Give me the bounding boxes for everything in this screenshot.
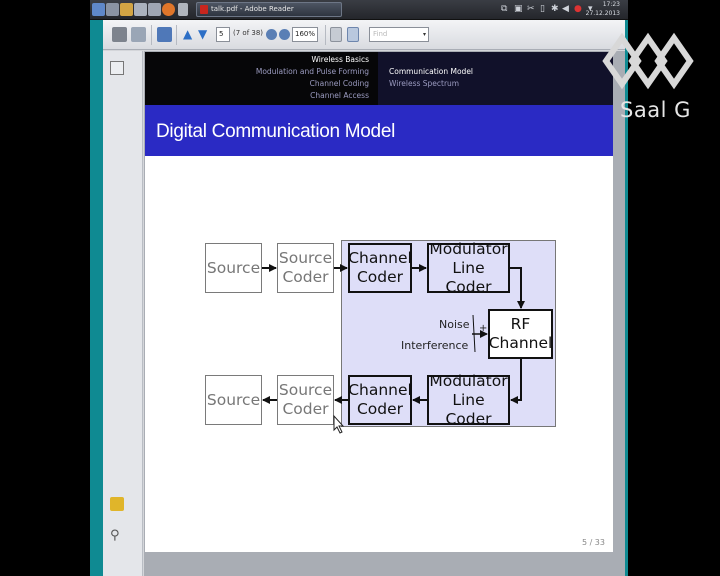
nav-section-modulation[interactable]: Modulation and Pulse Forming [255,67,369,76]
start-menu-icon[interactable] [92,3,105,16]
modulator-line1: Modulator [429,239,508,258]
arrow-modulator-to-rf [510,267,525,309]
channel-coder-line1: Channel [348,381,412,399]
update-icon[interactable]: ● [574,4,582,14]
taskbar-window-label: talk.pdf - Adobe Reader [211,5,294,13]
slide-title-bar [145,105,613,156]
cut-icon[interactable]: ✂ [527,4,535,14]
page-thumbnails-icon[interactable] [110,61,124,75]
source-coder-block-bottom: Source Coder [277,375,334,425]
clock-time: 17:23 [602,1,620,8]
slide-page-number: 5 / 33 [581,538,605,547]
left-letterbox [0,0,90,576]
modulator-line2: Line Coder [445,258,492,296]
zoom-in-icon[interactable] [279,29,290,40]
watermark-logo-icon [602,32,694,90]
nav-subsection-wireless-spectrum[interactable]: Wireless Spectrum [389,79,460,88]
find-input[interactable]: Find ▾ [369,27,429,42]
toolbar-separator [325,25,326,45]
files-icon[interactable] [134,3,147,16]
modulator-line1: Modulator [429,371,508,390]
browser-icon[interactable] [162,3,175,16]
page-count-label: (7 of 38) [233,29,264,37]
battery-icon[interactable]: ▯ [540,4,545,14]
source-block-top: Source [205,243,262,293]
source-coder-line1: Source [278,381,333,399]
reader-toolbar: ▲ ▼ 5 (7 of 38) 160% Find ▾ [103,20,625,50]
network-icon[interactable]: ⧉ [501,4,508,14]
clipboard-icon[interactable]: ▣ [514,4,523,14]
rf-line1: RF [510,315,531,333]
folder-icon[interactable] [120,3,133,16]
right-letterbox [628,0,720,576]
menu-arrow-icon[interactable]: ▾ [588,4,593,14]
slide-page[interactable]: Wireless Basics Modulation and Pulse For… [145,52,613,552]
source-label: Source [206,258,261,277]
fit-page-icon[interactable] [347,27,359,42]
toolbar-separator [176,25,177,45]
channel-coder-line2: Coder [356,400,404,418]
attachments-icon[interactable]: ⚲ [110,528,120,543]
zoom-select[interactable]: 160% [292,27,318,42]
share-icon[interactable] [131,27,146,42]
noise-slash [472,314,476,353]
nav-section-channel-access[interactable]: Channel Access [310,91,369,100]
nav-section-channel-coding[interactable]: Channel Coding [309,79,369,88]
find-placeholder: Find [373,30,388,38]
page-number-input[interactable]: 5 [216,27,230,42]
rf-channel-block: RF Channel [488,309,553,359]
nav-section-wireless-basics[interactable]: Wireless Basics [311,55,369,64]
toolbar-separator [151,25,152,45]
plus-sign: + [479,323,488,334]
fit-width-icon[interactable] [330,27,342,42]
desktop-icon[interactable] [106,3,119,16]
navigation-panel: ⚲ [103,51,143,576]
taskbar-window-button[interactable]: talk.pdf - Adobe Reader [196,2,342,17]
source-coder-block-top: Source Coder [277,243,334,293]
noise-label: Noise [439,318,470,331]
interference-label: Interference [401,339,469,352]
settings-icon[interactable] [178,3,188,16]
channel-coder-block-bottom: Channel Coder [348,375,412,425]
nav-subsection-communication-model[interactable]: Communication Model [389,67,474,76]
modulator-block-bottom: Modulator Line Coder [427,371,510,428]
channel-coder-line1: Channel [348,249,412,267]
source-block-bottom: Source [205,375,262,425]
diagram-arrows [262,264,525,434]
volume-icon[interactable]: ◀ [562,4,569,14]
print-icon[interactable] [112,27,127,42]
slide-header-subsections: Communication Model Wireless Spectrum [378,52,613,105]
prev-page-icon[interactable]: ▲ [183,27,193,41]
source-coder-line2: Coder [282,268,329,286]
find-dropdown-icon[interactable]: ▾ [422,31,426,38]
modulator-block-top: Modulator Line Coder [427,239,510,296]
arrow-rf-to-modulator [510,359,522,404]
source-label: Source [206,390,261,409]
clock[interactable]: 17:23 27.12.2013 [586,0,620,18]
slide-title: Digital Communication Model [156,121,396,142]
next-page-icon[interactable]: ▼ [198,27,208,41]
mouse-cursor-icon [333,414,345,434]
clock-date: 27.12.2013 [585,10,620,17]
channel-coder-block-top: Channel Coder [348,243,412,293]
slide-header-sections: Wireless Basics Modulation and Pulse For… [145,52,378,105]
tool-icon[interactable] [148,3,161,16]
watermark-text: Saal G [620,98,691,122]
modulator-line2: Line Coder [445,390,492,428]
pdf-icon [200,5,208,14]
zoom-out-icon[interactable] [266,29,277,40]
channel-coder-line2: Coder [356,268,404,286]
bluetooth-icon[interactable]: ✱ [551,4,559,14]
source-coder-line1: Source [278,249,333,267]
rf-line2: Channel [488,334,553,352]
source-coder-line2: Coder [282,400,329,418]
sign-icon[interactable] [157,27,172,42]
comments-icon[interactable] [110,497,124,511]
taskbar: talk.pdf - Adobe Reader ⧉ ▣ ✂ ▯ ✱ ◀ ● ▾ … [90,0,628,20]
